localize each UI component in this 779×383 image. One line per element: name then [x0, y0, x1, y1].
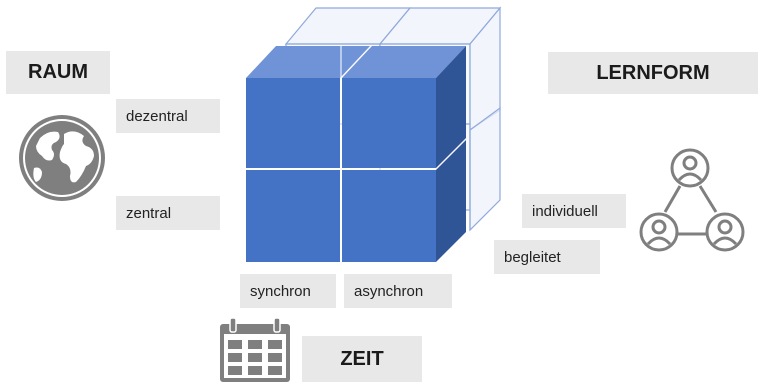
cube-bottom-left	[246, 170, 340, 262]
label-asynchron: asynchron	[344, 274, 452, 308]
label-synchron: synchron	[240, 274, 336, 308]
cube-bottom-right	[342, 140, 466, 262]
cube-top-left	[246, 46, 370, 168]
calendar-icon	[220, 317, 290, 382]
label-begleitet: begleitet	[494, 240, 600, 274]
raum-title: RAUM	[6, 51, 110, 94]
label-dezentral: dezentral	[116, 99, 220, 133]
label-individuell: individuell	[522, 194, 626, 228]
globe-icon	[19, 115, 105, 201]
people-network-icon	[639, 148, 745, 252]
label-zentral: zentral	[116, 196, 220, 230]
cube-top-right	[342, 46, 466, 168]
ghost-cubes	[284, 6, 502, 232]
zeit-title: ZEIT	[302, 336, 422, 382]
lernform-title: LERNFORM	[548, 52, 758, 94]
